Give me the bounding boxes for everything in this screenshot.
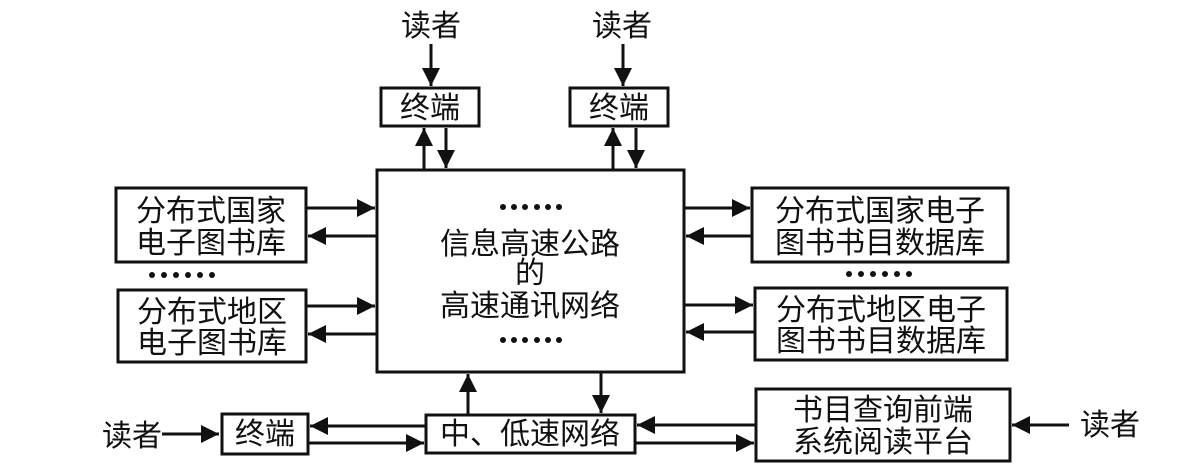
left-box-national-line2: 电子图书库 [136, 226, 286, 261]
center-label-line2: 的 [515, 256, 545, 291]
left-box-national-line1: 分布式国家 [136, 194, 286, 229]
right-box-regional-line2: 图书书目数据库 [776, 324, 986, 359]
top-left-terminal-label: 终端 [400, 91, 460, 126]
left-box-national-library [114, 186, 308, 264]
catalog-frontend-line1: 书目查询前端 [793, 393, 973, 428]
bottom-terminal-box [220, 412, 310, 456]
top-left-terminal-box [379, 86, 481, 128]
center-label-line1: 信息高速公路 [440, 227, 620, 262]
right-box-regional-line1: 分布式地区电子 [776, 293, 986, 328]
center-network-box [375, 168, 686, 374]
right-box-regional-catalog-db [753, 286, 1009, 362]
right-ellipsis [846, 271, 912, 277]
center-bottom-ellipsis [500, 337, 562, 343]
right-box-national-line1: 分布式国家电子 [775, 194, 985, 229]
bottom-left-reader-label: 读者 [102, 419, 162, 454]
left-box-regional-line1: 分布式地区 [137, 295, 287, 330]
left-ellipsis [149, 272, 215, 278]
catalog-frontend-line2: 系统阅读平台 [793, 425, 973, 460]
mid-low-speed-network-box [424, 413, 637, 455]
bottom-right-reader-label: 读者 [1080, 408, 1140, 443]
right-box-national-catalog-db [750, 186, 1010, 264]
left-box-regional-library [116, 288, 308, 364]
top-right-terminal-box [568, 86, 670, 128]
center-label-line3: 高速通讯网络 [440, 289, 620, 324]
top-right-reader-label: 读者 [592, 9, 652, 44]
right-box-national-line2: 图书书目数据库 [775, 226, 985, 261]
bottom-terminal-label: 终端 [235, 417, 295, 452]
mid-low-speed-network-label: 中、低速网络 [440, 417, 620, 452]
top-left-reader-label: 读者 [401, 9, 461, 44]
top-right-terminal-label: 终端 [589, 91, 649, 126]
center-top-ellipsis [500, 204, 562, 210]
left-box-regional-line2: 电子图书库 [137, 326, 287, 361]
